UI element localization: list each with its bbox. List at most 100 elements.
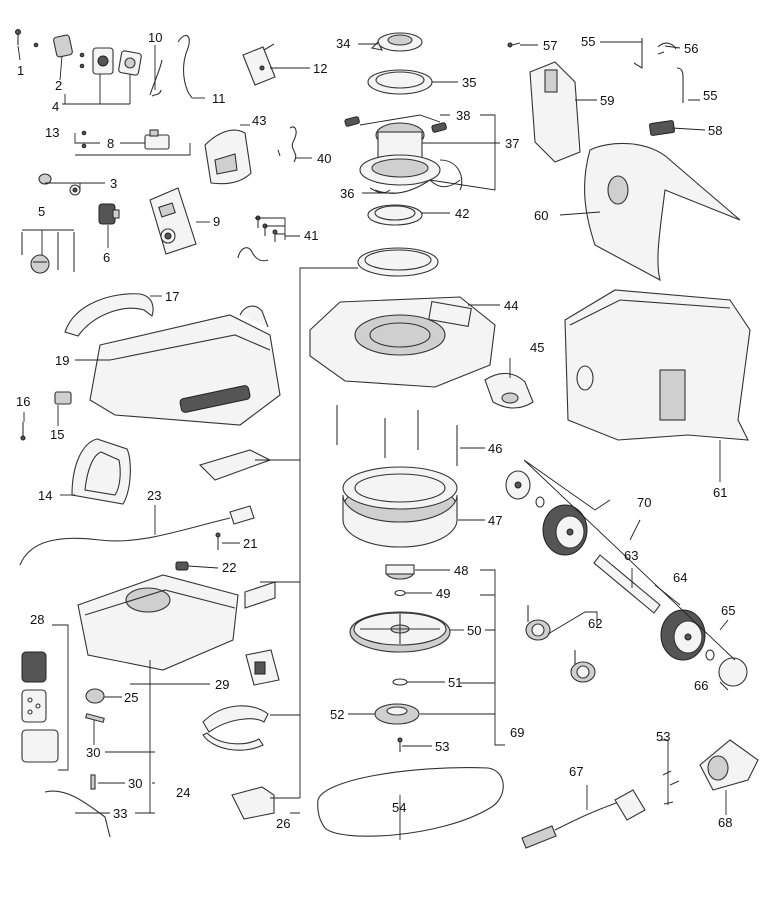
tank-part xyxy=(564,289,751,441)
screw-53-center xyxy=(397,737,403,752)
callout-40: 40 xyxy=(317,151,331,166)
callout-66: 66 xyxy=(694,678,708,693)
screws-clip-part xyxy=(237,215,278,262)
callout-35: 35 xyxy=(462,75,476,90)
callout-25: 25 xyxy=(124,690,138,705)
screw-part xyxy=(15,29,21,45)
callout-8: 8 xyxy=(107,136,114,151)
callout-52: 52 xyxy=(330,707,344,722)
callout-3: 3 xyxy=(110,176,117,191)
callout-38: 38 xyxy=(456,108,470,123)
callout-58: 58 xyxy=(708,123,722,138)
handle-part xyxy=(64,293,154,337)
top-housing-part xyxy=(89,305,281,426)
base-chassis-part xyxy=(77,574,239,671)
motor-cap-part xyxy=(370,32,423,52)
pin-parts xyxy=(85,713,105,790)
clip-parts xyxy=(20,391,72,441)
latch-26-part xyxy=(231,786,275,820)
switch-parts xyxy=(79,47,142,76)
callout-53-right: 53 xyxy=(656,729,670,744)
caster-parts xyxy=(525,605,596,683)
callout-70: 70 xyxy=(637,495,651,510)
callout-30-upper: 30 xyxy=(86,745,100,760)
carbon-brushes-part xyxy=(344,116,447,133)
small-plate-part xyxy=(33,34,73,58)
callout-4: 4 xyxy=(52,99,59,114)
callout-23: 23 xyxy=(147,488,161,503)
pad-part xyxy=(198,449,272,481)
callout-64: 64 xyxy=(673,570,687,585)
callout-53-center: 53 xyxy=(435,739,449,754)
callout-12: 12 xyxy=(313,61,327,76)
callout-34: 34 xyxy=(336,36,350,51)
callout-47: 47 xyxy=(488,513,502,528)
callout-16: 16 xyxy=(16,394,30,409)
filter-pad-parts xyxy=(21,651,59,763)
callout-21: 21 xyxy=(243,536,257,551)
callout-55-right: 55 xyxy=(703,88,717,103)
wire-parts xyxy=(149,34,193,99)
small-fan-part xyxy=(374,703,420,725)
callout-43: 43 xyxy=(252,113,266,128)
callout-14: 14 xyxy=(38,488,52,503)
callout-59: 59 xyxy=(600,93,614,108)
callout-63: 63 xyxy=(624,548,638,563)
impeller-part xyxy=(349,611,451,653)
callout-68: 68 xyxy=(718,815,732,830)
callout-1: 1 xyxy=(17,63,24,78)
rear-cover-part xyxy=(204,129,252,185)
callout-55-top: 55 xyxy=(581,34,595,49)
callout-50: 50 xyxy=(467,623,481,638)
bracket-part xyxy=(242,43,276,86)
seal-ring-35 xyxy=(367,69,433,95)
gasket-part xyxy=(317,767,504,837)
callout-57: 57 xyxy=(543,38,557,53)
motor-housing-part xyxy=(309,296,496,388)
wheel-parts xyxy=(542,504,706,661)
callout-24: 24 xyxy=(176,785,190,800)
washer-51 xyxy=(392,678,408,686)
callout-42: 42 xyxy=(455,206,469,221)
axle-part xyxy=(593,554,661,614)
callout-65: 65 xyxy=(721,603,735,618)
curved-guard-part xyxy=(202,705,269,751)
callout-48: 48 xyxy=(454,563,468,578)
callout-13: 13 xyxy=(45,125,59,140)
long-screws-part xyxy=(336,405,458,466)
callout-11: 11 xyxy=(212,91,226,106)
callout-62: 62 xyxy=(588,616,602,631)
control-panel-part xyxy=(149,187,197,255)
callout-29: 29 xyxy=(215,677,229,692)
hose-part xyxy=(521,789,646,849)
callout-28: 28 xyxy=(30,612,44,627)
callout-15: 15 xyxy=(50,427,64,442)
nozzle-part xyxy=(662,739,759,805)
callout-36: 36 xyxy=(340,186,354,201)
callout-6: 6 xyxy=(103,250,110,265)
callout-labels: 1 2 4 10 11 12 13 8 3 5 6 9 43 40 41 34 … xyxy=(16,30,735,831)
spring-wire-part xyxy=(277,126,297,163)
power-cord-part xyxy=(19,505,255,566)
callout-26: 26 xyxy=(276,816,290,831)
filter-bag-part xyxy=(584,142,741,282)
callout-19: 19 xyxy=(55,353,69,368)
callout-10: 10 xyxy=(148,30,162,45)
flap-part xyxy=(484,372,534,409)
seal-ring-upper xyxy=(357,247,439,277)
screen-part xyxy=(245,649,280,686)
callout-37: 37 xyxy=(505,136,519,151)
callout-69: 69 xyxy=(510,725,524,740)
callout-2: 2 xyxy=(55,78,62,93)
callout-44: 44 xyxy=(504,298,518,313)
callout-46: 46 xyxy=(488,441,502,456)
callout-33: 33 xyxy=(113,806,127,821)
knob-5-part xyxy=(21,232,75,274)
latch-housing-part xyxy=(529,61,581,163)
callout-22: 22 xyxy=(222,560,236,575)
callout-45: 45 xyxy=(530,340,544,355)
callout-30-lower: 30 xyxy=(128,776,142,791)
rod-part xyxy=(44,790,111,838)
filter-ring-part xyxy=(342,466,458,548)
